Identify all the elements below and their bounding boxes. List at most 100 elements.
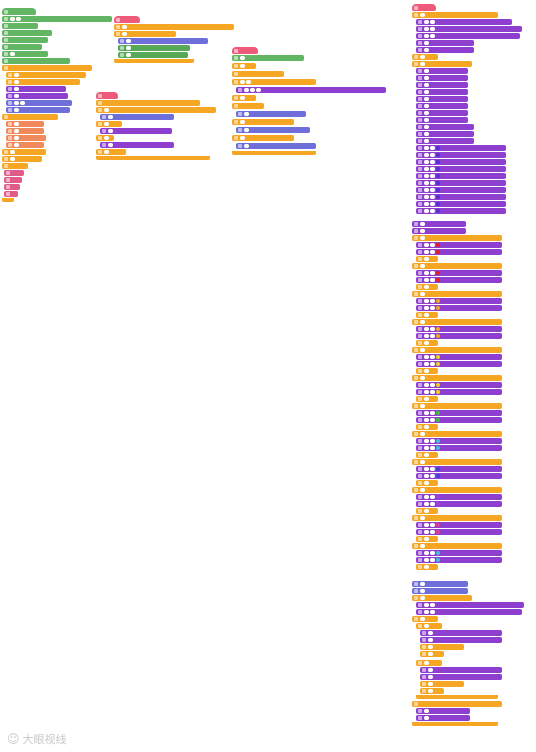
code-block[interactable] — [236, 111, 306, 117]
code-block[interactable] — [114, 31, 176, 37]
value-slot[interactable] — [424, 313, 429, 317]
value-slot[interactable] — [424, 362, 429, 366]
value-slot[interactable] — [126, 46, 131, 50]
value-slot[interactable] — [240, 64, 245, 68]
code-block[interactable] — [2, 37, 48, 43]
code-block[interactable] — [4, 170, 24, 176]
value-slot[interactable] — [424, 397, 429, 401]
value-slot[interactable] — [424, 160, 429, 164]
value-slot[interactable] — [430, 610, 435, 614]
code-block[interactable] — [416, 131, 474, 137]
value-slot[interactable] — [424, 188, 429, 192]
color-swatch[interactable] — [436, 146, 440, 150]
value-slot[interactable] — [424, 481, 429, 485]
color-swatch[interactable] — [436, 271, 440, 275]
color-swatch[interactable] — [436, 362, 440, 366]
value-slot[interactable] — [256, 88, 261, 92]
code-block[interactable] — [96, 149, 126, 155]
value-slot[interactable] — [424, 243, 429, 247]
value-slot[interactable] — [430, 243, 435, 247]
code-block[interactable] — [416, 473, 502, 479]
code-block[interactable] — [416, 396, 438, 402]
code-block[interactable] — [412, 221, 466, 227]
code-block[interactable] — [416, 152, 506, 158]
value-slot[interactable] — [424, 132, 429, 136]
color-swatch[interactable] — [436, 334, 440, 338]
code-block[interactable] — [416, 508, 438, 514]
code-block[interactable] — [416, 389, 502, 395]
value-slot[interactable] — [428, 638, 433, 642]
value-slot[interactable] — [430, 530, 435, 534]
color-swatch[interactable] — [436, 551, 440, 555]
value-slot[interactable] — [240, 136, 245, 140]
code-block[interactable] — [416, 529, 502, 535]
code-block[interactable] — [236, 87, 386, 93]
value-slot[interactable] — [424, 181, 429, 185]
code-block[interactable] — [118, 38, 208, 44]
code-block[interactable] — [416, 284, 438, 290]
value-slot[interactable] — [430, 167, 435, 171]
value-slot[interactable] — [420, 488, 425, 492]
value-slot[interactable] — [126, 53, 131, 57]
value-slot[interactable] — [420, 596, 425, 600]
code-block[interactable] — [420, 637, 502, 643]
value-slot[interactable] — [14, 136, 19, 140]
value-slot[interactable] — [420, 222, 425, 226]
value-slot[interactable] — [424, 27, 429, 31]
code-block[interactable] — [416, 326, 502, 332]
value-slot[interactable] — [14, 122, 19, 126]
value-slot[interactable] — [424, 390, 429, 394]
value-slot[interactable] — [430, 603, 435, 607]
value-slot[interactable] — [424, 467, 429, 471]
code-block[interactable] — [416, 410, 502, 416]
value-slot[interactable] — [424, 90, 429, 94]
code-block[interactable] — [6, 72, 86, 78]
code-block[interactable] — [416, 208, 506, 214]
value-slot[interactable] — [430, 551, 435, 555]
value-slot[interactable] — [424, 34, 429, 38]
value-slot[interactable] — [430, 446, 435, 450]
code-block[interactable] — [420, 688, 444, 694]
code-block[interactable] — [420, 651, 444, 657]
value-slot[interactable] — [240, 120, 245, 124]
value-slot[interactable] — [240, 80, 245, 84]
value-slot[interactable] — [108, 129, 113, 133]
value-slot[interactable] — [10, 150, 15, 154]
color-swatch[interactable] — [436, 299, 440, 303]
value-slot[interactable] — [428, 645, 433, 649]
code-block[interactable] — [416, 242, 502, 248]
code-block[interactable] — [412, 347, 502, 353]
code-block[interactable] — [232, 135, 294, 141]
value-slot[interactable] — [424, 139, 429, 143]
value-slot[interactable] — [104, 122, 109, 126]
code-block[interactable] — [416, 82, 468, 88]
value-slot[interactable] — [430, 502, 435, 506]
color-swatch[interactable] — [436, 439, 440, 443]
code-block[interactable] — [416, 68, 468, 74]
value-slot[interactable] — [20, 101, 25, 105]
code-block[interactable] — [412, 616, 438, 622]
code-block[interactable] — [232, 79, 316, 85]
code-block[interactable] — [416, 19, 512, 25]
code-block[interactable] — [416, 47, 474, 53]
code-block[interactable] — [416, 340, 438, 346]
color-swatch[interactable] — [436, 530, 440, 534]
value-slot[interactable] — [122, 32, 127, 36]
value-slot[interactable] — [424, 97, 429, 101]
value-slot[interactable] — [428, 689, 433, 693]
color-swatch[interactable] — [436, 495, 440, 499]
code-block[interactable] — [416, 117, 468, 123]
code-block[interactable] — [2, 149, 46, 155]
value-slot[interactable] — [14, 101, 19, 105]
code-block[interactable] — [6, 86, 66, 92]
code-block[interactable] — [416, 715, 470, 721]
value-slot[interactable] — [14, 94, 19, 98]
code-block[interactable] — [6, 142, 44, 148]
value-slot[interactable] — [424, 530, 429, 534]
value-slot[interactable] — [430, 20, 435, 24]
value-slot[interactable] — [424, 146, 429, 150]
code-block[interactable] — [96, 107, 216, 113]
value-slot[interactable] — [424, 551, 429, 555]
code-block[interactable] — [2, 23, 38, 29]
value-slot[interactable] — [244, 88, 249, 92]
